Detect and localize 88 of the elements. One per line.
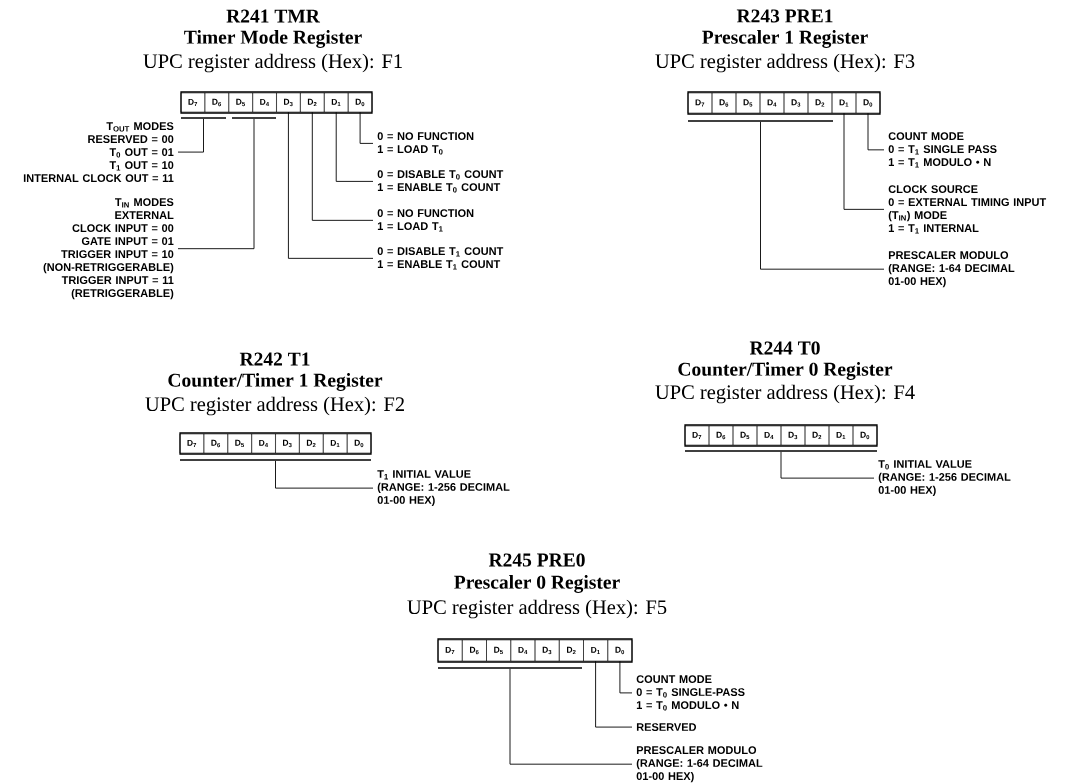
leader-line (177, 118, 255, 250)
field-description: PRESCALER MODULO (RANGE: 1-64 DECIMAL 01-00 HEX) (636, 746, 763, 783)
bit-cell: D$_{1}$ (323, 433, 348, 454)
field-description: 0 = DISABLE T$_{0}$ COUNT 1 = ENABLE T$_{0}$ COUNT (377, 170, 504, 193)
bit-cell: D$_{7}$ (179, 433, 205, 454)
bit-cell: D$_{5}$ (228, 92, 253, 113)
bit-cell: D$_{2}$ (559, 639, 584, 662)
bit-cell: D$_{0}$ (347, 92, 373, 113)
field-description: T$_{0}$ INITIAL VALUE (RANGE: 1-256 DECIMAL 01-00 HEX) (878, 460, 1011, 497)
bit-cell: D$_{5}$ (486, 639, 511, 662)
bit-cell: D$_{0}$ (855, 92, 881, 114)
register-box (179, 432, 372, 455)
register-name: Counter/Timer 0 Register (678, 362, 893, 380)
bit-cell: D$_{4}$ (759, 92, 785, 114)
bit-cell: D$_{1}$ (324, 92, 349, 113)
bit-cell: D$_{4}$ (510, 639, 536, 662)
register-title: R245 PRE0 (488, 553, 585, 567)
bit-cell: D$_{3}$ (534, 639, 560, 662)
register-address: UPC register address (Hex): F2 (145, 396, 404, 416)
register-address: UPC register address (Hex): F1 (143, 53, 402, 73)
field-description: COUNT MODE 0 = T$_{1}$ SINGLE PASS 1 = T$_{1}$ MODULO • N (888, 132, 997, 168)
bit-cell: D$_{0}$ (852, 425, 878, 446)
bit-cell: D$_{1}$ (828, 425, 854, 446)
bit-cell: D$_{5}$ (732, 425, 758, 446)
register-box (437, 638, 633, 663)
bit-cell: D$_{3}$ (276, 92, 301, 113)
register-name: Prescaler 1 Register (702, 30, 868, 48)
bit-cell: D$_{7}$ (437, 639, 463, 662)
bit-cell: D$_{2}$ (804, 425, 830, 446)
leader-line (595, 660, 633, 728)
bit-cell: D$_{6}$ (203, 433, 228, 454)
bit-cell: D$_{6}$ (708, 425, 734, 446)
field-description: T$_{OUT}$ MODES RESERVED = 00 T$_{0}$ OUT = 01 T$_{1}$ OUT = 10 INTERNAL CLOCK OUT = 11 (23, 122, 174, 182)
register-title: R241 TMR (226, 9, 321, 23)
bit-cell: D$_{1}$ (583, 639, 608, 662)
register-name: Counter/Timer 1 Register (168, 373, 383, 391)
bit-cell: D$_{0}$ (346, 433, 372, 454)
leader-line (619, 660, 633, 694)
bit-cell: D$_{4}$ (756, 425, 782, 446)
leader-line (780, 451, 875, 479)
leader-line (287, 111, 374, 259)
bit-cell: D$_{2}$ (300, 92, 325, 113)
bit-cell: D$_{7}$ (687, 92, 713, 114)
bit-cell: D$_{6}$ (711, 92, 737, 114)
bit-cell: D$_{4}$ (252, 92, 277, 113)
leader-line (275, 460, 374, 489)
register-name: Timer Mode Register (184, 30, 362, 48)
leader-line (867, 112, 885, 151)
leader-line (843, 112, 885, 210)
register-address: UPC register address (Hex): F5 (407, 599, 667, 619)
bit-cell: D$_{7}$ (684, 425, 710, 446)
bit-cell: D$_{5}$ (735, 92, 761, 114)
field-description: T$_{1}$ INITIAL VALUE (RANGE: 1-256 DECIMAL 01-00 HEX) (377, 470, 510, 507)
bit-cell: D$_{0}$ (607, 639, 633, 662)
register-box (684, 424, 878, 447)
bit-cell: D$_{5}$ (227, 433, 252, 454)
leader-line (335, 111, 374, 182)
register-title: R242 T1 (239, 352, 310, 366)
field-description: 0 = NO FUNCTION 1 = LOAD T$_{0}$ (377, 132, 474, 155)
register-name: Prescaler 0 Register (454, 575, 620, 593)
register-box (687, 91, 881, 115)
bit-cell: D$_{3}$ (780, 425, 806, 446)
bit-cell: D$_{2}$ (299, 433, 324, 454)
leader-line (311, 111, 374, 221)
bit-cell: D$_{6}$ (204, 92, 229, 113)
field-description: PRESCALER MODULO (RANGE: 1-64 DECIMAL 01-00 HEX) (888, 251, 1015, 288)
field-description: T$_{IN}$ MODES EXTERNAL CLOCK INPUT = 00 GATE INPUT = 01 TRIGGER INPUT = 10 (NON-RETRIGGERABLE) TRIGGER INPUT = 11 (RETRIGGERABLE) (43, 198, 174, 300)
field-description: 0 = DISABLE T$_{1}$ COUNT 1 = ENABLE T$_{1}$ COUNT (377, 247, 504, 270)
field-description: CLOCK SOURCE 0 = EXTERNAL TIMING INPUT (T$_{IN}$) MODE 1 = T$_{1}$ INTERNAL (888, 185, 1047, 234)
register-address: UPC register address (Hex): F4 (655, 384, 915, 404)
leader-line (760, 121, 885, 270)
bit-cell: D$_{3}$ (783, 92, 809, 114)
register-title: R244 T0 (749, 341, 820, 355)
register-title: R243 PRE1 (736, 9, 833, 23)
bit-cell: D$_{7}$ (180, 92, 206, 113)
bit-cell: D$_{4}$ (251, 433, 276, 454)
bit-cell: D$_{3}$ (275, 433, 300, 454)
field-description: 0 = NO FUNCTION 1 = LOAD T$_{1}$ (377, 209, 474, 232)
bit-cell: D$_{6}$ (462, 639, 487, 662)
bit-cell: D$_{2}$ (807, 92, 833, 114)
register-address: UPC register address (Hex): F3 (655, 53, 915, 73)
leader-line (359, 111, 374, 144)
leader-line (177, 118, 204, 153)
field-description: RESERVED (636, 723, 697, 731)
field-description: COUNT MODE 0 = T$_{0}$ SINGLE-PASS 1 = T$_{0}$ MODULO • N (636, 675, 745, 711)
bit-cell: D$_{1}$ (831, 92, 857, 114)
register-box (180, 91, 373, 114)
leader-line (509, 668, 633, 765)
